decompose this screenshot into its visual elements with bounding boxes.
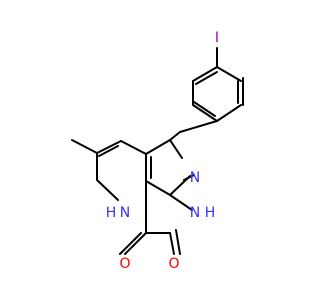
nh-bond bbox=[96, 179, 119, 201]
ch2-bond-upper bbox=[179, 120, 218, 133]
ring-bond-inner bbox=[193, 101, 216, 117]
carbonyl-bond-double bbox=[175, 229, 181, 255]
bond-lines bbox=[71, 47, 244, 255]
n-n-bond bbox=[183, 174, 195, 181]
core-bond bbox=[145, 139, 171, 155]
carbonyl-bond bbox=[124, 232, 147, 255]
core-bond bbox=[145, 180, 171, 196]
imine-nitrogen-label: N bbox=[190, 170, 200, 186]
core-bond bbox=[96, 140, 122, 154]
ch2-bond-lower bbox=[169, 131, 181, 141]
carbonyl-oxygen-right-label: O bbox=[168, 256, 179, 272]
carbonyl-bond-double bbox=[119, 232, 142, 255]
core-bond bbox=[120, 140, 147, 155]
pyridone-nh-nitrogen-label: N bbox=[120, 205, 130, 221]
core-bond-nh bbox=[169, 194, 193, 211]
ring-bond bbox=[216, 104, 242, 122]
pyridazine-nh-hydrogen-label: H bbox=[205, 205, 216, 221]
iodine-atom-label: I bbox=[215, 30, 219, 46]
pyridone-nh-hydrogen-label: H bbox=[106, 205, 117, 221]
ring-bond bbox=[216, 66, 242, 82]
pyridazine-nh-nitrogen-label: N bbox=[190, 205, 200, 221]
ring-bond bbox=[192, 104, 218, 122]
carbonyl-bond bbox=[169, 232, 175, 255]
molecule-structure-diagram: I N N H N H O O bbox=[71, 30, 244, 272]
methyl-bond bbox=[71, 139, 98, 154]
ring-bond-inner bbox=[195, 71, 218, 85]
ring-bond bbox=[192, 66, 218, 82]
core-bond bbox=[169, 139, 183, 159]
carbonyl-oxygen-left-label: O bbox=[119, 256, 130, 272]
core-bond-inner bbox=[98, 145, 119, 157]
